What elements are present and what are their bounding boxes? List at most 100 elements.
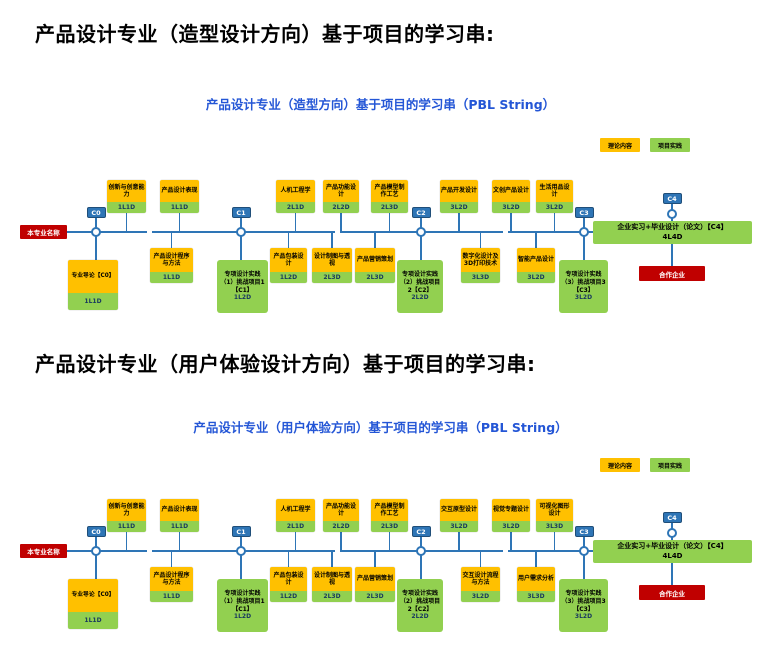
course-value: 1L1D — [150, 272, 193, 283]
practice-value: 2L2D — [411, 613, 429, 621]
course-title: 产品功能设计 — [323, 180, 359, 202]
course-value: 3L2D — [492, 202, 530, 213]
connector-line — [458, 532, 460, 551]
course-value: 3L3D — [536, 521, 573, 532]
course-value: 3L2D — [517, 272, 555, 283]
course-title: 交互设计流程与方法 — [461, 567, 500, 591]
milestone-node: C2 — [411, 526, 431, 537]
intro-course-box: 专业导论【C0】1L1D — [68, 579, 118, 629]
practice-project-box: 专项设计实践（1）挑战项目1【C1】1L2D — [217, 260, 268, 313]
milestone-node: C1 — [231, 526, 251, 537]
timeline-segment — [508, 550, 593, 552]
course-title: 交互原型设计 — [440, 499, 478, 521]
junction-circle — [91, 227, 101, 237]
practice-value: 3L2D — [574, 294, 593, 302]
connector-line — [125, 532, 128, 551]
course-value: 2L1D — [276, 202, 315, 213]
course-value: 1L1D — [107, 521, 146, 532]
connector-line — [388, 532, 391, 551]
legend-practice-box: 项目实践 — [650, 458, 690, 472]
internship-value: 4L4D — [662, 232, 683, 241]
connector-line — [583, 551, 585, 579]
practice-project-box: 专项设计实践（2）挑战项目2【C2】2L2D — [397, 579, 443, 632]
connector-line — [240, 232, 242, 260]
course-value: 1L1D — [107, 202, 146, 213]
milestone-node: C4 — [662, 512, 682, 523]
practice-project-box: 专项设计实践（1）挑战项目1【C1】1L2D — [217, 579, 268, 632]
course-value: 3L2D — [440, 521, 478, 532]
course-title: 文创产品设计 — [492, 180, 530, 202]
course-title: 可视化图形设计 — [536, 499, 573, 521]
course-value: 1L1D — [160, 202, 199, 213]
course-value: 3L2D — [536, 202, 573, 213]
practice-title: 专项设计实践（3）挑战项目3【C3】 — [561, 589, 606, 613]
milestone-node: C0 — [86, 526, 106, 537]
course-title: 产品设计程序与方法 — [150, 567, 193, 591]
connector-line — [553, 213, 556, 232]
milestone-node: C0 — [86, 207, 106, 218]
course-value: 2L2D — [323, 202, 359, 213]
connector-line — [535, 232, 537, 248]
connector-line — [420, 218, 422, 232]
partner-company-box: 合作企业 — [639, 266, 705, 281]
milestone-node: C3 — [574, 207, 594, 218]
junction-circle — [579, 546, 589, 556]
legend-practice-box: 项目实践 — [650, 138, 690, 152]
internship-box: 企业实习+毕业设计（论文）【C4】4L4D — [593, 540, 752, 563]
connector-line — [294, 213, 297, 232]
course-title: 产品营销策划 — [355, 567, 395, 591]
connector-line — [287, 551, 290, 567]
connector-line — [125, 213, 128, 232]
course-title: 专业导论【C0】 — [68, 579, 118, 612]
junction-circle — [236, 227, 246, 237]
connector-line — [95, 218, 97, 232]
course-title: 产品营销策划 — [355, 248, 395, 272]
course-value: 2L1D — [276, 521, 315, 532]
connector-line — [374, 232, 376, 248]
course-title: 产品包装设计 — [270, 248, 307, 272]
connector-line — [240, 218, 242, 232]
major-name-box: 本专业名称 — [20, 544, 67, 558]
intro-course-box: 专业导论【C0】1L1D — [68, 260, 118, 310]
timeline-segment — [67, 231, 147, 233]
course-value: 1L1D — [68, 293, 118, 310]
course-value: 3L2D — [440, 202, 478, 213]
practice-title: 专项设计实践（3）挑战项目3【C3】 — [561, 270, 606, 294]
connector-line — [340, 213, 342, 232]
course-title: 产品模型制作工艺 — [371, 180, 408, 202]
connector-line — [240, 551, 242, 579]
course-title: 产品设计程序与方法 — [150, 248, 193, 272]
junction-circle — [667, 528, 677, 538]
connector-line — [95, 232, 97, 260]
connector-line — [583, 537, 585, 551]
course-value: 2L3D — [312, 272, 352, 283]
connector-line — [170, 551, 173, 567]
milestone-node: C3 — [574, 526, 594, 537]
internship-title: 企业实习+毕业设计（论文）【C4】 — [617, 542, 728, 551]
connector-line — [671, 244, 673, 266]
internship-title: 企业实习+毕业设计（论文）【C4】 — [617, 223, 728, 232]
connector-line — [170, 232, 173, 248]
connector-line — [95, 551, 97, 579]
course-title: 视觉专题设计 — [492, 499, 530, 521]
connector-line — [287, 232, 290, 248]
course-title: 产品模型制作工艺 — [371, 499, 408, 521]
practice-title: 专项设计实践（2）挑战项目2【C2】 — [399, 270, 441, 294]
course-title: 产品功能设计 — [323, 499, 359, 521]
